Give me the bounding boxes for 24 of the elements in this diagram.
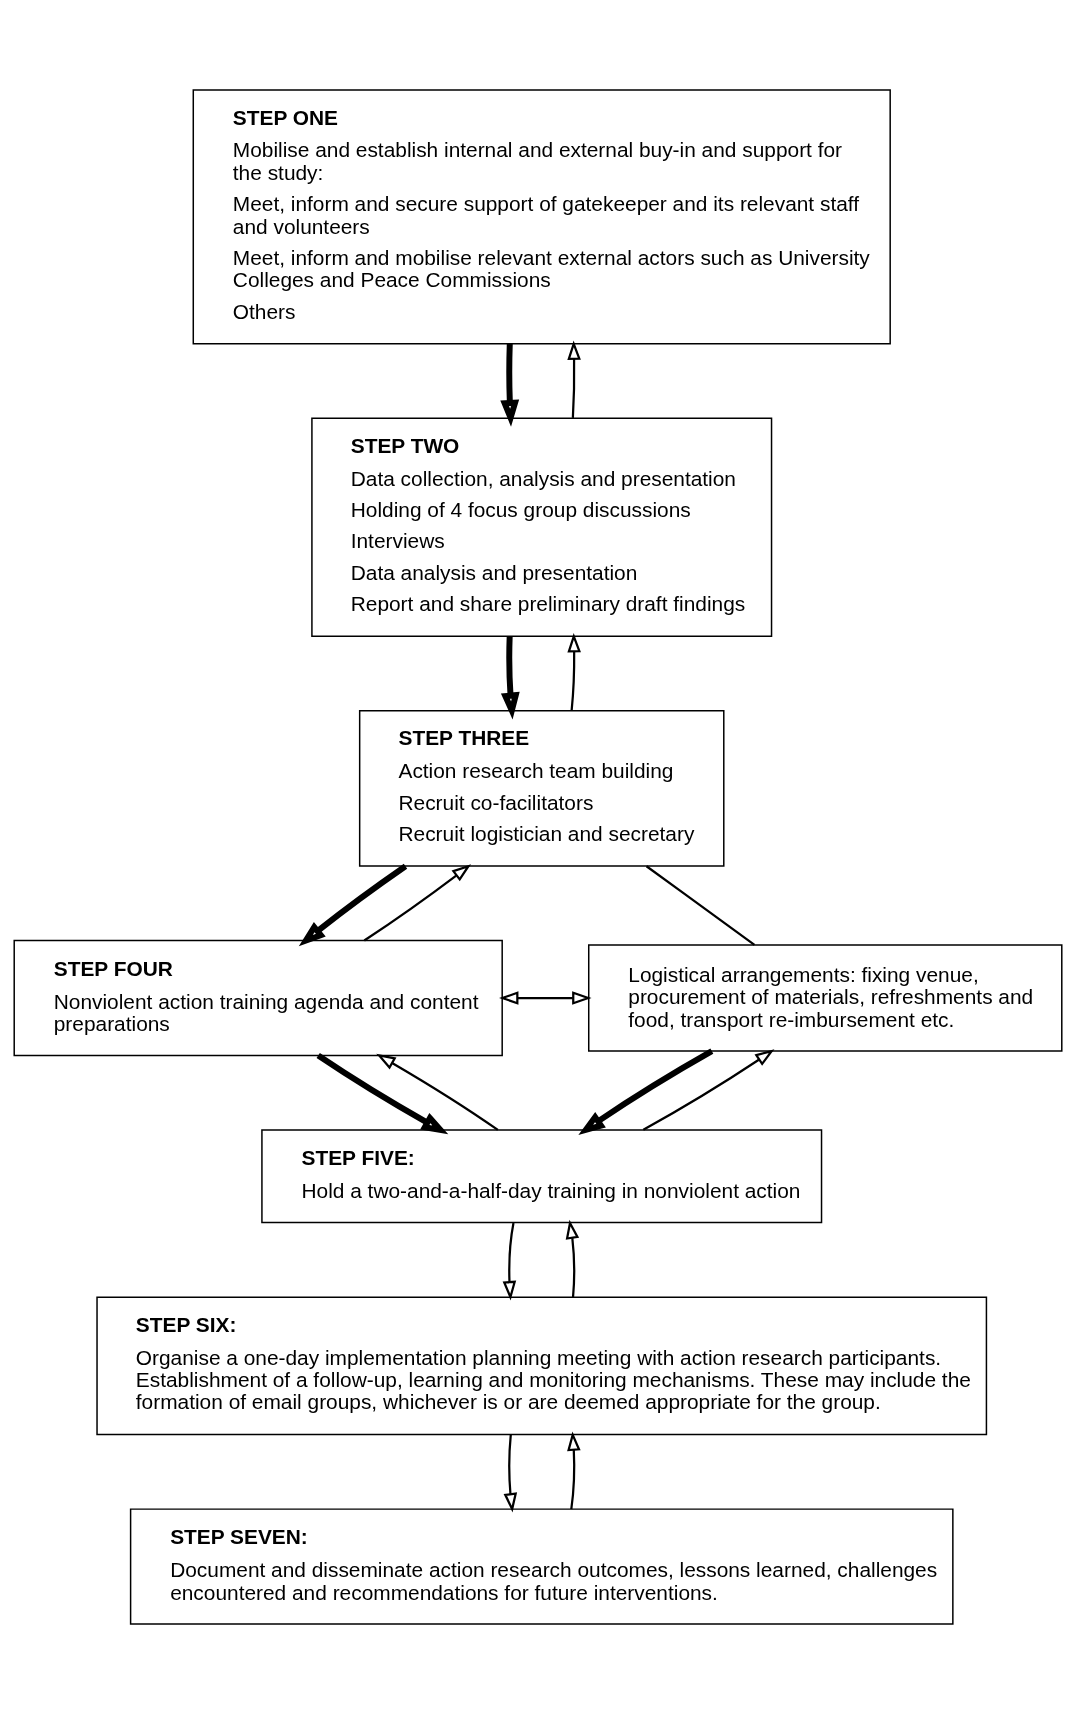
node-box: STEP FOUR Nonviolent action training agenda and content preparations [13, 939, 503, 1056]
node-box: STEP ONE Mobilise and establish internal and external buy-in and support for the study: Meet, inform and secure support of gatekeeper and its relevant staff and volunteers Meet, inform and mobilise relevant external actors such as University Colleges and Peace Commissions Others [192, 88, 891, 344]
arrow [316, 1052, 449, 1134]
connector [645, 864, 756, 946]
arrow [567, 1430, 581, 1509]
arrow [567, 632, 581, 711]
arrow [503, 1434, 518, 1512]
arrow [499, 990, 592, 1005]
arrow [500, 635, 520, 719]
arrow [578, 1048, 714, 1135]
arrow [565, 1219, 580, 1297]
node-box: Logistical arrangements: fixing venue, procurement of materials, refreshments and food, transport re-imbursement etc. [588, 943, 1063, 1052]
arrow [376, 1053, 499, 1131]
node-box: STEP FIVE: Hold a two-and-a-half-day training in nonviolent action [261, 1128, 823, 1223]
arrow [363, 863, 472, 941]
node-box: STEP THREE Action research team building Recruit co-facilitators Recruit logistician and secretary [358, 709, 725, 867]
node-box: STEP SIX: Organise a one-day implementation planning meeting with action research participants. Establishment of a follow-up, learning and monitoring mechanisms. These may include the formation of email groups, whichever is or are deemed appropriate for the group. [96, 1295, 988, 1435]
arrow [502, 1222, 517, 1300]
arrow [500, 343, 520, 427]
arrow [298, 863, 408, 946]
arrow [642, 1048, 775, 1131]
node-box: STEP TWO Data collection, analysis and presentation Holding of 4 focus group discussions Interviews Data analysis and presentation Report and share preliminary draft findings [311, 417, 773, 637]
arrow [567, 339, 581, 418]
node-box: STEP SEVEN: Document and disseminate action research outcomes, lessons learned, challenges encountered and recommendations for future interventions. [129, 1507, 954, 1625]
